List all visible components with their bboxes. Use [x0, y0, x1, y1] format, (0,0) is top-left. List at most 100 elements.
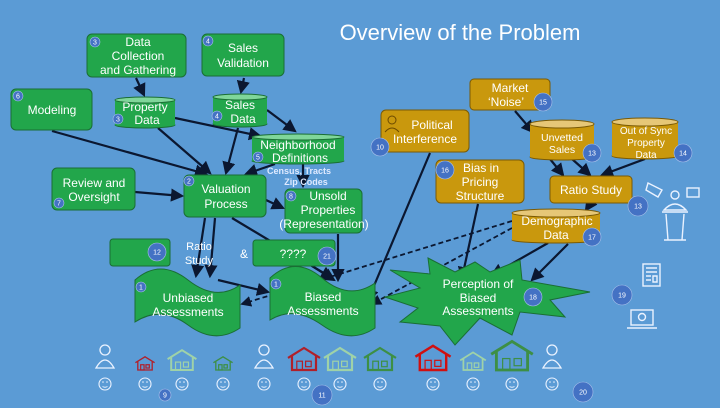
badge: 3: [116, 117, 120, 124]
svg-text:Property: Property: [627, 138, 665, 149]
node-sales-validation: Sales Validation 4: [201, 33, 285, 77]
node-property-data: Property Data 3: [112, 96, 176, 129]
person-icon: [253, 344, 275, 369]
node-unsold-properties: Unsold Properties (Representation) 8: [279, 188, 369, 234]
laptop-icon: [627, 309, 657, 329]
svg-text:and Gathering: and Gathering: [100, 63, 176, 77]
badge: 6: [16, 94, 20, 101]
svg-text:Bias in: Bias in: [463, 161, 499, 175]
badge: 14: [679, 151, 687, 158]
badge: 16: [441, 168, 449, 175]
house-icon: [287, 346, 321, 372]
svg-text:Interference: Interference: [393, 132, 457, 146]
svg-text:Pricing: Pricing: [462, 175, 499, 189]
badge: 13: [588, 151, 596, 158]
person-icon: [94, 344, 116, 369]
node-biased-assessments: Biased Assessments 1: [269, 266, 376, 337]
svg-text:Ratio Study: Ratio Study: [560, 183, 622, 197]
svg-text:Ratio: Ratio: [186, 241, 212, 253]
node-sales-data: Sales Data 4: [211, 93, 268, 128]
svg-text:(Representation): (Representation): [279, 217, 368, 231]
face-icon: [426, 377, 440, 391]
badge: 18: [529, 295, 537, 302]
svg-text:Data: Data: [543, 228, 569, 242]
svg-text:Study: Study: [185, 255, 214, 267]
svg-text:Properties: Properties: [301, 203, 356, 217]
svg-text:9: 9: [163, 393, 167, 400]
svg-text:Review and: Review and: [63, 176, 126, 190]
homeowners-row: [94, 339, 563, 391]
badge: 15: [539, 100, 547, 107]
svg-text:‘Noise’: ‘Noise’: [488, 95, 524, 109]
speaker-podium-icon: [645, 181, 700, 241]
svg-text:Political: Political: [411, 118, 452, 132]
svg-text:Property: Property: [122, 100, 167, 114]
node-valuation-process: Valuation Process 2: [183, 174, 267, 218]
node-review-oversight: Review and Oversight 7: [51, 167, 136, 211]
svg-text:Validation: Validation: [217, 56, 269, 70]
node-unbiased-assessments: Unbiased Assessments 1: [134, 268, 241, 337]
badge: 2: [187, 179, 191, 186]
svg-text:Definitions: Definitions: [272, 151, 328, 165]
svg-text:Sales: Sales: [228, 41, 258, 55]
node-modeling: Modeling 6: [10, 88, 93, 131]
face-icon: [98, 377, 112, 391]
house-icon: [459, 351, 487, 371]
face-icon: [466, 377, 480, 391]
ampersand: &: [240, 247, 248, 261]
svg-text:Process: Process: [204, 197, 247, 211]
house-icon: [135, 356, 155, 371]
person-icon: [541, 344, 563, 369]
house-icon: [213, 356, 233, 371]
node-ratio-study-green: Ratio Study 12: [109, 238, 214, 267]
face-icon: [257, 377, 271, 391]
house-icon: [414, 344, 452, 372]
node-political-interference: Political Interference 10: [370, 109, 470, 157]
face-icon: [505, 377, 519, 391]
face-icon: [545, 377, 559, 391]
svg-text:Data: Data: [125, 35, 151, 49]
node-bias-pricing-structure: Bias in Pricing Structure 16: [435, 159, 525, 204]
node-out-of-sync-property-data: Out of Sync Property Data 14: [611, 117, 693, 163]
svg-text:Assessments: Assessments: [442, 304, 513, 318]
svg-text:Out of Sync: Out of Sync: [620, 126, 672, 137]
face-icon: [373, 377, 387, 391]
svg-text:Assessments: Assessments: [287, 304, 358, 318]
svg-text:Perception of: Perception of: [443, 277, 514, 291]
svg-text:????: ????: [280, 247, 307, 261]
node-neighborhood-definitions: Neighborhood Definitions 5 Census, Tract…: [251, 133, 345, 187]
svg-text:Market: Market: [492, 81, 529, 95]
badge-owners: [158, 388, 172, 402]
svg-text:11: 11: [318, 393, 325, 400]
badge-speaker: [572, 381, 594, 403]
svg-text:Modeling: Modeling: [28, 103, 77, 117]
svg-text:19: 19: [618, 293, 626, 300]
node-demographic-data: Demographic Data 17: [511, 208, 602, 247]
svg-text:Biased: Biased: [305, 290, 342, 304]
svg-text:20: 20: [579, 390, 587, 397]
svg-text:Sales: Sales: [549, 144, 575, 156]
face-icon: [216, 377, 230, 391]
badge: 17: [588, 235, 596, 242]
badge: 10: [376, 145, 384, 152]
badge: 3: [93, 40, 97, 47]
svg-text:Oversight: Oversight: [68, 190, 120, 204]
svg-text:Sales: Sales: [225, 98, 255, 112]
badge: 8: [289, 194, 293, 201]
zip-codes-note: Zip Codes: [284, 177, 328, 187]
house-icon: [167, 349, 197, 371]
face-icon: [138, 377, 152, 391]
svg-text:Valuation: Valuation: [201, 182, 250, 196]
badge: 1: [139, 285, 143, 292]
node-unvetted-sales: Unvetted Sales 13: [529, 119, 602, 163]
face-icon: [333, 377, 347, 391]
svg-text:Unsold: Unsold: [309, 189, 346, 203]
node-perception-starburst: Perception of Biased Assessments 18: [383, 257, 591, 346]
svg-text:Data: Data: [230, 112, 256, 126]
svg-text:Biased: Biased: [460, 291, 497, 305]
badge: 5: [256, 155, 260, 162]
house-icon: [490, 339, 534, 372]
badge: 13: [634, 204, 642, 211]
